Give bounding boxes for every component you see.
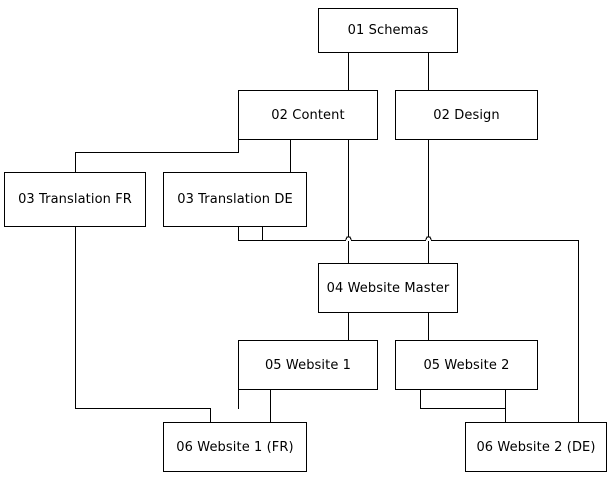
node-label: 02 Content bbox=[271, 107, 345, 123]
node-02-content[interactable]: 02 Content bbox=[238, 90, 378, 140]
node-03-translation-fr[interactable]: 03 Translation FR bbox=[4, 172, 146, 227]
node-06-website-2-de[interactable]: 06 Website 2 (DE) bbox=[465, 422, 607, 472]
node-label: 05 Website 2 bbox=[423, 357, 510, 373]
edge-rail-far-right bbox=[431, 240, 579, 423]
node-03-translation-de[interactable]: 03 Translation DE bbox=[163, 172, 307, 227]
node-label: 06 Website 1 (FR) bbox=[176, 439, 294, 455]
node-label: 03 Translation FR bbox=[18, 192, 132, 207]
node-label: 03 Translation DE bbox=[177, 192, 293, 207]
node-06-website-1-fr[interactable]: 06 Website 1 (FR) bbox=[163, 422, 307, 472]
node-label: 05 Website 1 bbox=[264, 357, 352, 373]
edge-translation-de-to-website2-de bbox=[262, 226, 346, 241]
edge-translation-fr-to-website1-fr bbox=[75, 226, 211, 423]
node-label: 04 Website Master bbox=[326, 280, 450, 296]
node-label: 01 Schemas bbox=[347, 23, 429, 38]
edge-website2-left-stub bbox=[420, 389, 506, 409]
node-01-schemas[interactable]: 01 Schemas bbox=[318, 8, 458, 53]
node-label: 06 Website 2 (DE) bbox=[476, 439, 596, 455]
edge-translation-de-to-website-master bbox=[238, 226, 346, 241]
node-label: 02 Design bbox=[433, 107, 500, 123]
node-05-website-2[interactable]: 05 Website 2 bbox=[395, 340, 538, 390]
node-05-website-1[interactable]: 05 Website 1 bbox=[238, 340, 378, 390]
line-jump-content-rail bbox=[344, 236, 353, 242]
edge-content-to-translation-fr bbox=[75, 139, 239, 173]
node-02-design[interactable]: 02 Design bbox=[395, 90, 538, 140]
node-04-website-master[interactable]: 04 Website Master bbox=[318, 263, 458, 313]
line-jump-design-rail bbox=[424, 236, 433, 242]
